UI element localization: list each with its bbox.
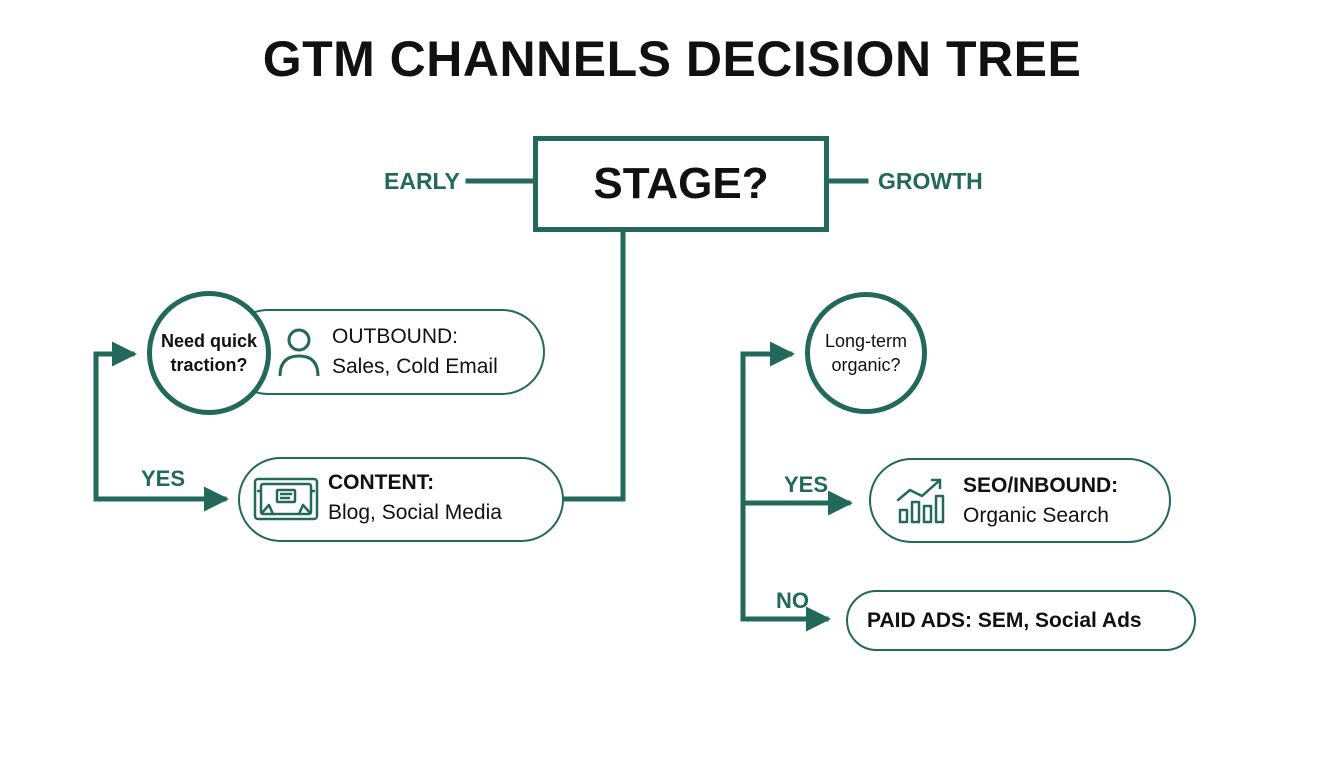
connector-stage-to-content — [559, 225, 626, 502]
growth-label: GROWTH — [878, 168, 983, 194]
person-icon — [276, 326, 322, 383]
stage-label: STAGE? — [593, 159, 769, 208]
seo-detail: Organic Search — [963, 504, 1109, 527]
growth-no-label: NO — [776, 588, 809, 613]
long-term-organic-node: Long-term organic? — [805, 292, 927, 414]
content-board-icon — [253, 477, 319, 526]
early-yes-label: YES — [141, 466, 186, 491]
page-title: GTM CHANNELS DECISION TREE — [262, 31, 1082, 87]
growth-yes-label: YES — [784, 472, 829, 497]
quick-traction-line1: Need quick — [160, 331, 258, 351]
seo-text: SEO/INBOUND: Organic Search — [963, 471, 1118, 531]
content-text: CONTENT: Blog, Social Media — [328, 468, 502, 528]
outbound-text: OUTBOUND: Sales, Cold Email — [332, 322, 498, 382]
content-pill — [238, 457, 564, 542]
seo-head: SEO/INBOUND: — [963, 474, 1119, 497]
long-term-line1: Long-term — [824, 331, 908, 351]
quick-traction-node: Need quick traction? — [147, 291, 271, 415]
content-detail: Blog, Social Media — [328, 501, 502, 524]
long-term-line2: organic? — [831, 355, 901, 375]
early-label: EARLY — [384, 168, 460, 194]
paid-ads-pill — [846, 590, 1196, 651]
paid-ads-label: PAID ADS: SEM, Social Ads — [867, 609, 1142, 632]
outbound-pill — [225, 309, 545, 395]
growth-chart-icon — [896, 476, 946, 529]
content-head: CONTENT: — [328, 471, 435, 494]
stage-node: STAGE? — [533, 136, 829, 232]
outbound-detail: Sales, Cold Email — [332, 355, 498, 378]
outbound-head: OUTBOUND: — [332, 325, 458, 348]
quick-traction-line2: traction? — [170, 355, 248, 375]
seo-pill — [869, 458, 1171, 543]
